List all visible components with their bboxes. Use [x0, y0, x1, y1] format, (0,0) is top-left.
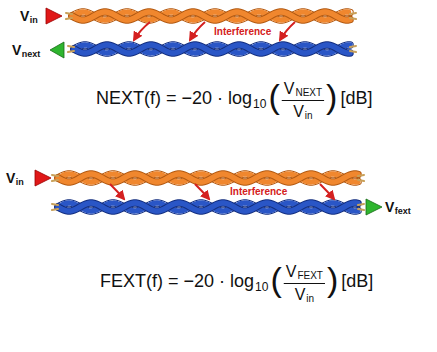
unit: [dB] [341, 272, 373, 290]
cable-strand [58, 174, 358, 182]
interference-arrow [280, 22, 295, 40]
cable-strand [74, 45, 350, 53]
cable-strand [58, 174, 358, 182]
interference-label: Interference [214, 27, 271, 37]
cable-strand [72, 12, 350, 20]
interference-label: Interference [230, 187, 287, 197]
cable-strand [58, 203, 358, 211]
cable-strand [74, 45, 350, 53]
cable-strand [58, 203, 358, 211]
interference-arrow [195, 184, 209, 199]
cable-strand [358, 204, 364, 205]
fraction-bar [282, 100, 324, 101]
output-arrow [366, 199, 382, 215]
cable-strand [358, 180, 364, 181]
cable-strand [358, 175, 364, 176]
cable-strand [52, 175, 58, 176]
cable-strand [72, 12, 350, 20]
parenthesis: ) [327, 262, 338, 296]
denominator-subscript: in [306, 294, 314, 304]
signal-name: V [6, 171, 15, 185]
cable-strand [58, 203, 358, 211]
cable-strand [72, 12, 350, 20]
numerator: V [284, 81, 295, 97]
interference-arrow [110, 184, 124, 199]
denominator: V [295, 287, 306, 303]
cable-strand [66, 13, 72, 14]
numerator-subscript: NEXT [295, 88, 322, 98]
cable-strand [58, 174, 358, 182]
denominator-subscript: in [305, 111, 313, 121]
interference-arrow [320, 184, 334, 199]
input-arrow [35, 170, 51, 186]
output-arrow [50, 42, 64, 58]
log-base: 10 [253, 98, 266, 110]
signal-name: V [12, 43, 21, 57]
fraction-bar [284, 283, 325, 284]
signal-name: V [20, 9, 29, 23]
cable-strand [350, 18, 356, 19]
cable-strand [74, 45, 350, 53]
parenthesis: ( [268, 79, 279, 113]
formula-text: NEXT(f) = −20 · log [96, 89, 252, 107]
unit: [dB] [340, 89, 372, 107]
cable-strand [74, 45, 350, 53]
cable-strand [350, 46, 356, 47]
cable-strand [68, 51, 74, 52]
cable-strand [72, 12, 350, 20]
cable-strand [66, 18, 72, 19]
cable-strand [72, 12, 350, 20]
cable-strand [350, 51, 356, 52]
interference-arrow [190, 22, 205, 40]
signal-name: V [385, 200, 394, 214]
signal-subscript: in [30, 16, 38, 25]
cable-strand [52, 204, 58, 205]
signal-subscript: fext [395, 207, 411, 216]
interference-arrow [134, 22, 150, 40]
signal-subscript: in [16, 178, 24, 187]
formula-text: FEXT(f) = −20 · log [100, 272, 254, 290]
cable-strand [68, 46, 74, 47]
twisted-pair-cables [52, 12, 364, 211]
cable-strand [58, 174, 358, 182]
numerator: V [286, 264, 297, 280]
cable-strand [52, 209, 58, 210]
parenthesis: ) [326, 79, 337, 113]
cable-strand [350, 13, 356, 14]
cable-strand [58, 174, 358, 182]
input-arrow [46, 8, 62, 24]
cable-strand [58, 203, 358, 211]
numerator-subscript: FEXT [297, 271, 323, 281]
cable-strand [358, 209, 364, 210]
denominator: V [293, 104, 304, 120]
cable-strand [74, 45, 350, 53]
parenthesis: ( [270, 262, 281, 296]
cable-strand [52, 180, 58, 181]
log-base: 10 [255, 281, 268, 293]
signal-subscript: next [22, 50, 41, 59]
cable-strand [58, 203, 358, 211]
